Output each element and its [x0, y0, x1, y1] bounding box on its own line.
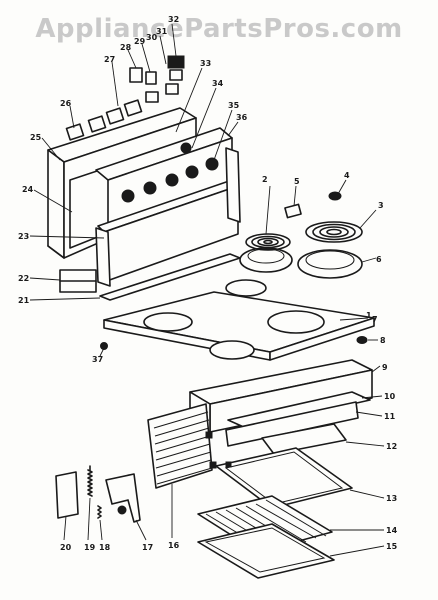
callout-2: 2 — [262, 175, 268, 184]
callout-26: 26 — [60, 99, 72, 108]
callout-24: 24 — [22, 185, 34, 194]
callout-34: 34 — [212, 79, 224, 88]
callout-27: 27 — [104, 55, 115, 64]
callout-17: 17 — [142, 543, 153, 552]
callout-14: 14 — [386, 526, 398, 535]
callout-15: 15 — [386, 542, 398, 551]
oven-rack — [147, 403, 213, 489]
broiler-pan-parts — [197, 423, 353, 579]
callout-29: 29 — [134, 37, 146, 46]
callout-30: 30 — [146, 33, 158, 42]
callout-8: 8 — [380, 336, 386, 345]
top-buttons — [65, 83, 179, 141]
callout-37: 37 — [92, 355, 103, 364]
callout-3: 3 — [378, 201, 384, 210]
switch-part-28 — [129, 67, 143, 83]
leader-lines — [29, 23, 385, 557]
callout-1: 1 — [366, 311, 372, 320]
callout-33: 33 — [200, 59, 211, 68]
callout-19: 19 — [84, 543, 96, 552]
storage-drawer — [189, 336, 373, 447]
surface-elements — [239, 191, 363, 279]
backguard-assembly — [47, 55, 241, 301]
switch-part-29 — [145, 71, 157, 85]
callout-4: 4 — [344, 171, 350, 180]
callout-12: 12 — [386, 442, 397, 451]
callout-6: 6 — [376, 255, 382, 264]
callout-31: 31 — [156, 27, 168, 36]
callout-28: 28 — [120, 43, 132, 52]
callout-25: 25 — [30, 133, 42, 142]
callout-11: 11 — [384, 412, 396, 421]
callout-16: 16 — [168, 541, 180, 550]
callout-7: 7 — [372, 315, 378, 324]
callout-22: 22 — [18, 274, 29, 283]
callout-5: 5 — [294, 177, 300, 186]
callout-10: 10 — [384, 392, 396, 401]
callout-labels: 1 2 3 4 5 6 7 8 9 10 11 12 13 14 15 16 1… — [18, 15, 398, 552]
callout-23: 23 — [18, 232, 29, 241]
callout-18: 18 — [99, 543, 111, 552]
callout-36: 36 — [236, 113, 248, 122]
control-knobs — [121, 142, 219, 203]
callout-13: 13 — [386, 494, 397, 503]
callout-35: 35 — [228, 101, 240, 110]
watermark: AppliancePartsPros.com — [35, 14, 403, 44]
callout-20: 20 — [60, 543, 72, 552]
callout-9: 9 — [382, 363, 388, 372]
callout-21: 21 — [18, 296, 30, 305]
lower-left-hardware — [55, 465, 141, 523]
large-coil-element — [305, 221, 363, 243]
small-coil-element — [245, 233, 291, 251]
main-cooktop — [100, 279, 375, 361]
spring-part-32 — [167, 55, 185, 81]
callout-32: 32 — [168, 15, 179, 24]
